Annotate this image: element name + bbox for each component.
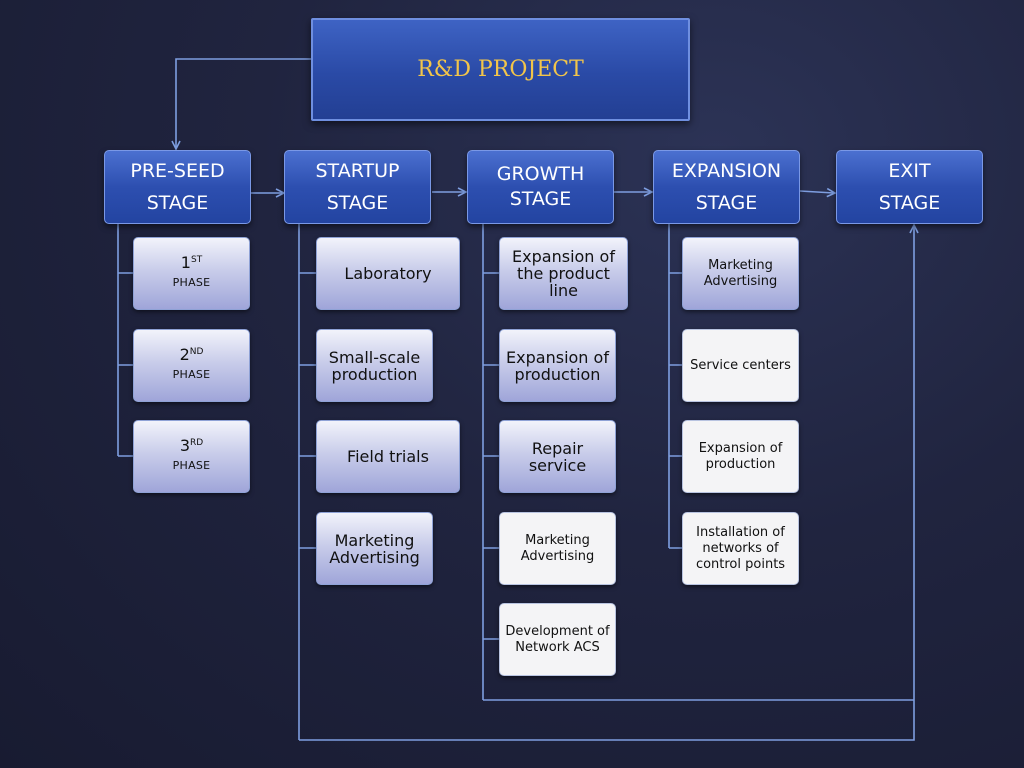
title-box: R&D PROJECT — [311, 18, 690, 121]
preseed-phase-1: 1ST PHASE — [133, 237, 250, 310]
stage-expansion: EXPANSION STAGE — [653, 150, 800, 224]
phase-number: 1ST — [180, 252, 203, 272]
expansion-item-expansion-production: Expansion of production — [682, 420, 799, 493]
growth-item-repair-service: Repair service — [499, 420, 616, 493]
stage-expansion-line1: EXPANSION — [671, 160, 782, 182]
stage-growth-line2: STAGE — [509, 188, 572, 210]
phase-label: PHASE — [172, 458, 211, 472]
growth-item-expansion-production: Expansion of production — [499, 329, 616, 402]
startup-to-exit-arrow — [299, 226, 914, 741]
preseed-tree-line — [117, 224, 133, 457]
startup-item-field-trials: Field trials — [316, 420, 460, 493]
stage-startup-line2: STAGE — [326, 192, 389, 214]
stage-growth: GROWTH STAGE — [467, 150, 614, 224]
stage-preseed: PRE-SEED STAGE — [104, 150, 251, 224]
startup-item-small-scale-production: Small-scale production — [316, 329, 433, 402]
title-to-preseed-arrow — [176, 58, 311, 148]
expansion-item-installation-networks: Installation of networks of control poin… — [682, 512, 799, 585]
growth-item-expansion-product-line: Expansion of the product line — [499, 237, 628, 310]
expansion-to-exit-arrow — [799, 191, 834, 193]
diagram-title: R&D PROJECT — [417, 57, 584, 82]
preseed-phase-2: 2ND PHASE — [133, 329, 250, 402]
phase-label: PHASE — [172, 367, 211, 381]
growth-tree-line — [482, 224, 499, 700]
stage-expansion-line2: STAGE — [695, 192, 758, 214]
phase-number: 2ND — [179, 344, 204, 364]
preseed-phase-3: 3RD PHASE — [133, 420, 250, 493]
startup-item-marketing-advertising: Marketing Advertising — [316, 512, 433, 585]
growth-item-marketing-advertising: Marketing Advertising — [499, 512, 616, 585]
phase-number: 3RD — [179, 435, 204, 455]
growth-item-development-network-acs: Development of Network ACS — [499, 603, 616, 676]
stage-exit-line1: EXIT — [888, 160, 931, 182]
stage-startup-line1: STARTUP — [315, 160, 400, 182]
stage-preseed-line2: STAGE — [146, 192, 209, 214]
expansion-tree-line — [668, 224, 682, 549]
startup-item-laboratory: Laboratory — [316, 237, 460, 310]
stage-exit: EXIT STAGE — [836, 150, 983, 224]
expansion-item-marketing-advertising: Marketing Advertising — [682, 237, 799, 310]
stage-startup: STARTUP STAGE — [284, 150, 431, 224]
stage-growth-line1: GROWTH — [496, 163, 585, 185]
phase-label: PHASE — [172, 275, 211, 289]
startup-tree-line — [298, 224, 316, 740]
stage-preseed-line1: PRE-SEED — [130, 160, 225, 182]
expansion-item-service-centers: Service centers — [682, 329, 799, 402]
stage-exit-line2: STAGE — [878, 192, 941, 214]
